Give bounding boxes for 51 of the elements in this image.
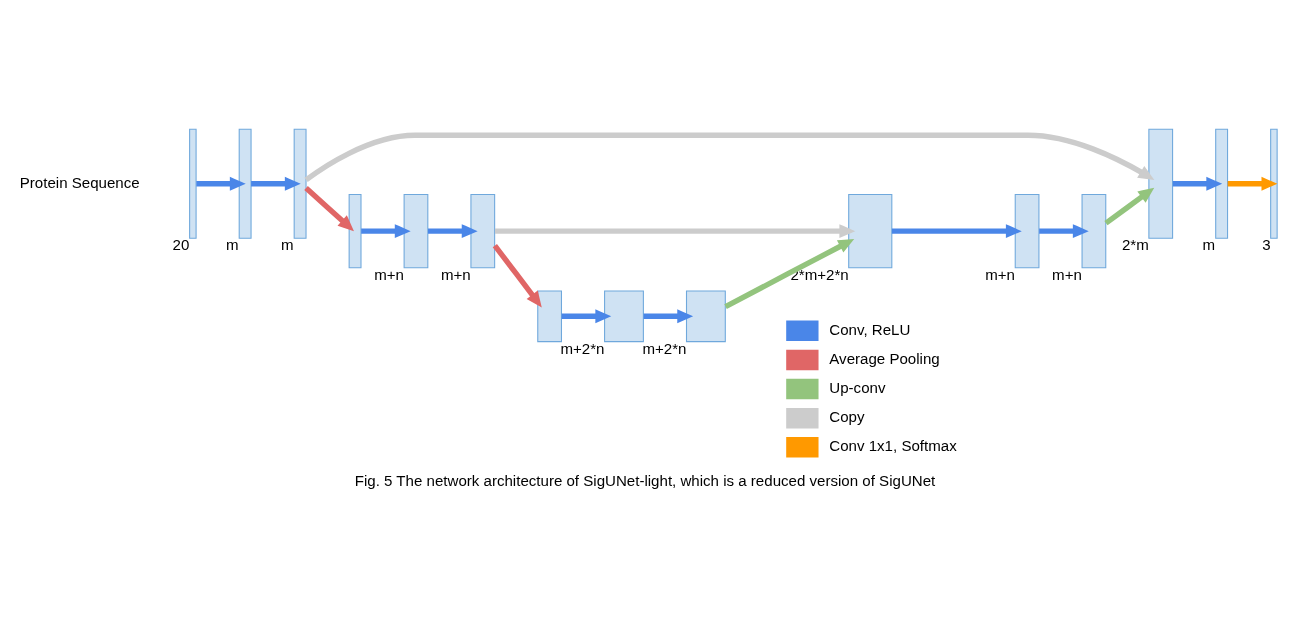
node-label: m+n [1052,265,1082,283]
node-bar [1270,128,1278,239]
arrow [724,239,855,309]
node-bar [604,290,644,343]
node-label: 20 [172,236,190,254]
arrow [196,176,246,191]
legend-label: Copy [829,408,865,426]
node-label: m [280,236,294,254]
node-label: m+2*n [560,339,605,357]
node-label: m+n [440,265,471,283]
caption: Fig. 5 The network architecture of SigUNet-light, which is a reduced version of SigUNet [354,472,936,490]
arrow [361,224,411,239]
node-bar [537,290,562,343]
legend-label: Up-conv [829,379,886,397]
arrow [492,244,542,308]
arrow [561,309,612,324]
node-label: m+n [374,265,404,283]
node-bar [1081,194,1107,269]
arrow [1039,224,1089,239]
node-label: 2*m [1121,236,1149,254]
node-bar [189,128,197,239]
node-bar [1215,128,1229,239]
node-bar [238,128,252,239]
node-bar [1014,194,1040,269]
arrow [1227,176,1278,191]
node-bar [293,128,307,239]
arrow [304,186,354,232]
arrow [251,176,301,191]
legend-label: Conv, ReLU [829,320,911,338]
arrow [643,309,694,324]
node-label: m+2*n [642,339,687,357]
arrow [495,224,856,239]
legend-label: Average Pooling [829,349,940,367]
arrow [1172,176,1223,191]
node-label: m [225,236,239,254]
node-label: m [1202,236,1215,254]
legend-label: Conv 1x1, Softmax [829,437,957,455]
label: Protein Sequence [19,173,140,191]
node-bar [403,194,429,269]
arrow [1104,187,1155,226]
node-label: m+n [985,265,1016,283]
arrow [304,132,1155,183]
node-bar [348,194,362,269]
node-bar [1148,128,1174,239]
node-bar [685,290,726,343]
node-bar [470,194,496,269]
node-label: 3 [1262,236,1271,254]
arrow [428,224,478,239]
arrow [891,224,1022,239]
node-label: 2*m+2*n [790,265,849,283]
node-bar [848,194,893,269]
